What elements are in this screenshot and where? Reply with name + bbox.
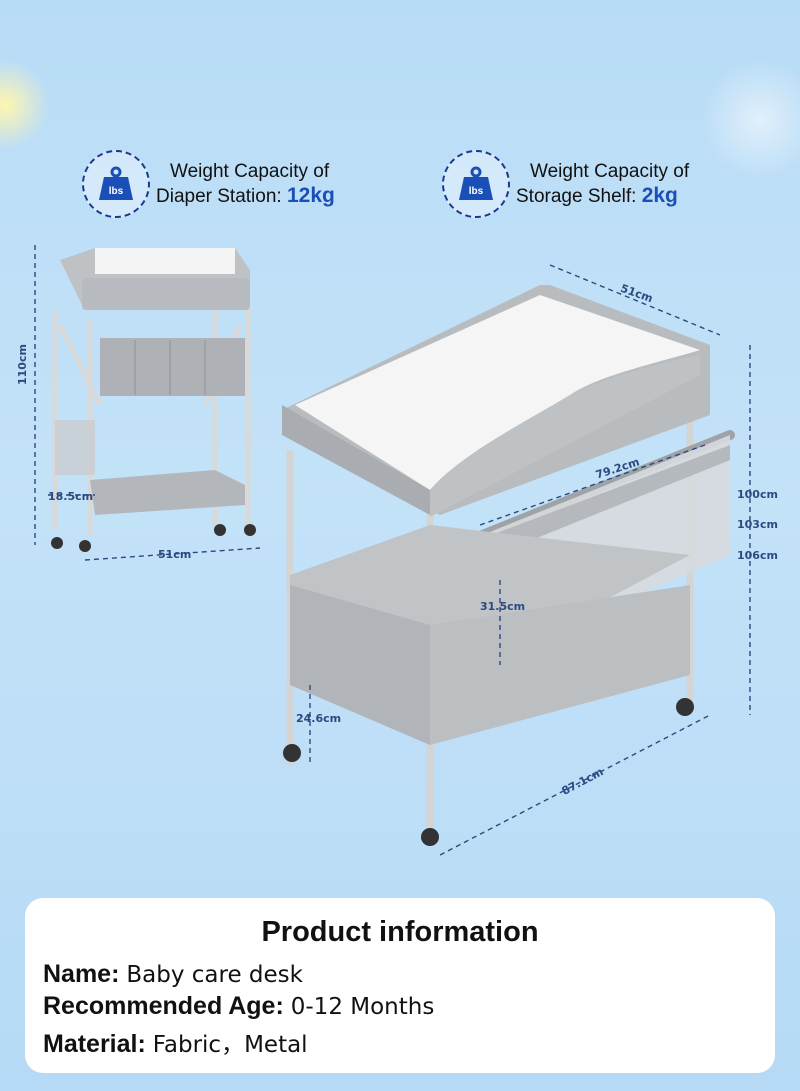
name-label: Name: (43, 960, 120, 988)
age-label: Recommended Age: (43, 992, 284, 1020)
height-103-label: 103cm (737, 518, 778, 531)
background-glow (700, 60, 800, 180)
badge-line1: Weight Capacity of (170, 160, 330, 182)
name-value: Baby care desk (126, 962, 303, 988)
product-info-card: Product information Name: Baby care desk… (25, 898, 775, 1073)
weight-icon: lbs (82, 150, 150, 218)
badge-text: Weight Capacity of Storage Shelf: 2kg (516, 160, 689, 209)
folded-height-label: 110cm (16, 344, 29, 385)
background-glow (0, 60, 50, 150)
folded-table-illustration (34, 245, 261, 561)
badge-icon-text: lbs (469, 186, 484, 197)
recommended-age-row: Recommended Age: 0-12 Months (43, 992, 434, 1021)
material-row: Material: Fabric，Metal (43, 1025, 308, 1059)
diaper-station-capacity-badge: lbs Weight Capacity of Diaper Station: 1… (82, 150, 335, 218)
height-100-label: 100cm (737, 488, 778, 501)
folded-width-label: 51cm (158, 548, 192, 561)
badge-text: Weight Capacity of Diaper Station: 12kg (156, 160, 335, 209)
age-value: 0-12 Months (290, 994, 435, 1020)
product-name-row: Name: Baby care desk (43, 960, 303, 989)
changing-table-illustration (282, 264, 751, 856)
product-info-title: Product information (261, 916, 539, 948)
weight-icon: lbs (442, 150, 510, 218)
badge-line1: Weight Capacity of (530, 160, 690, 182)
folded-depth-label: 18.5cm (48, 490, 94, 503)
basket-height-label: 31.5cm (480, 600, 526, 613)
material-label: Material: (43, 1030, 146, 1058)
badge-line2: Storage Shelf: (516, 185, 637, 207)
storage-shelf-capacity-badge: lbs Weight Capacity of Storage Shelf: 2k… (442, 150, 689, 218)
height-106-label: 106cm (737, 549, 778, 562)
badge-icon-text: lbs (109, 186, 124, 197)
badge-value: 2kg (641, 183, 678, 207)
badge-line2: Diaper Station: (156, 185, 282, 207)
badge-value: 12kg (286, 183, 335, 207)
ground-clearance-label: 24.6cm (296, 712, 342, 725)
material-value: Fabric，Metal (152, 1032, 308, 1058)
